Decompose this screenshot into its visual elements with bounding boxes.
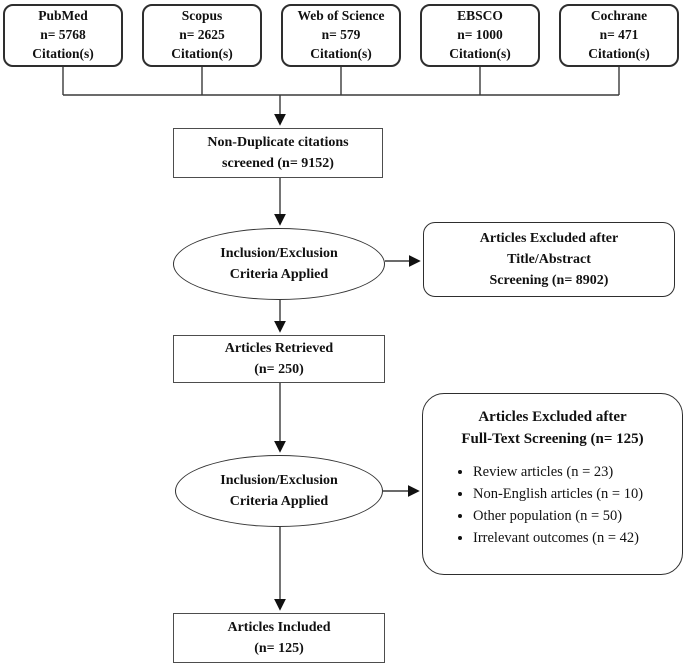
source-name: Scopus xyxy=(181,8,223,24)
criteria-line-1: Inclusion/Exclusion xyxy=(220,246,338,261)
source-count: n= 579 xyxy=(321,27,361,43)
source-box-web-of-science: Web of Science n= 579 Citation(s) xyxy=(281,4,401,67)
excluded-full-text-box: Articles Excluded after Full-Text Screen… xyxy=(422,393,683,575)
criteria-ellipse-2: Inclusion/Exclusion Criteria Applied xyxy=(175,455,383,527)
source-count: n= 471 xyxy=(599,27,639,43)
source-name: Web of Science xyxy=(297,8,385,24)
source-box-cochrane: Cochrane n= 471 Citation(s) xyxy=(559,4,679,67)
excluded-ta-line-3: Screening (n= 8902) xyxy=(489,273,609,288)
exclusion-reason: Non-English articles (n = 10) xyxy=(473,483,682,505)
criteria-ellipse-1: Inclusion/Exclusion Criteria Applied xyxy=(173,228,385,300)
screened-line-1: Non-Duplicate citations xyxy=(207,135,349,150)
source-name: PubMed xyxy=(38,8,88,24)
excluded-ta-line-2: Title/Abstract xyxy=(507,252,591,267)
source-box-ebsco: EBSCO n= 1000 Citation(s) xyxy=(420,4,540,67)
source-unit: Citation(s) xyxy=(171,45,233,61)
source-box-scopus: Scopus n= 2625 Citation(s) xyxy=(142,4,262,67)
source-unit: Citation(s) xyxy=(32,45,94,61)
exclusion-reason: Other population (n = 50) xyxy=(473,505,682,527)
source-unit: Citation(s) xyxy=(310,45,372,61)
retrieved-line-1: Articles Retrieved xyxy=(224,341,334,356)
criteria-line-2: Criteria Applied xyxy=(229,267,329,282)
exclusion-reason-list: Review articles (n = 23) Non-English art… xyxy=(423,461,682,549)
source-name: Cochrane xyxy=(590,8,648,24)
included-line-1: Articles Included xyxy=(227,620,331,635)
screened-line-2: screened (n= 9152) xyxy=(222,156,334,171)
included-line-2: (n= 125) xyxy=(254,641,304,656)
included-box: Articles Included (n= 125) xyxy=(173,613,385,663)
source-name: EBSCO xyxy=(457,8,503,24)
source-box-pubmed: PubMed n= 5768 Citation(s) xyxy=(3,4,123,67)
source-count: n= 2625 xyxy=(179,27,225,43)
retrieved-line-2: (n= 250) xyxy=(254,362,304,377)
source-count: n= 1000 xyxy=(457,27,503,43)
excluded-ta-line-1: Articles Excluded after xyxy=(479,231,619,246)
criteria-line-1: Inclusion/Exclusion xyxy=(220,473,338,488)
excluded-ft-title-2: Full-Text Screening (n= 125) xyxy=(461,430,644,447)
source-unit: Citation(s) xyxy=(588,45,650,61)
exclusion-reason: Review articles (n = 23) xyxy=(473,461,682,483)
criteria-line-2: Criteria Applied xyxy=(229,494,329,509)
exclusion-reason: Irrelevant outcomes (n = 42) xyxy=(473,527,682,549)
excluded-ft-title-1: Articles Excluded after xyxy=(478,409,627,425)
source-gather-lines xyxy=(62,67,620,96)
retrieved-box: Articles Retrieved (n= 250) xyxy=(173,335,385,383)
screened-box: Non-Duplicate citations screened (n= 915… xyxy=(173,128,383,178)
source-unit: Citation(s) xyxy=(449,45,511,61)
excluded-title-abstract-box: Articles Excluded after Title/Abstract S… xyxy=(423,222,675,297)
source-count: n= 5768 xyxy=(40,27,86,43)
